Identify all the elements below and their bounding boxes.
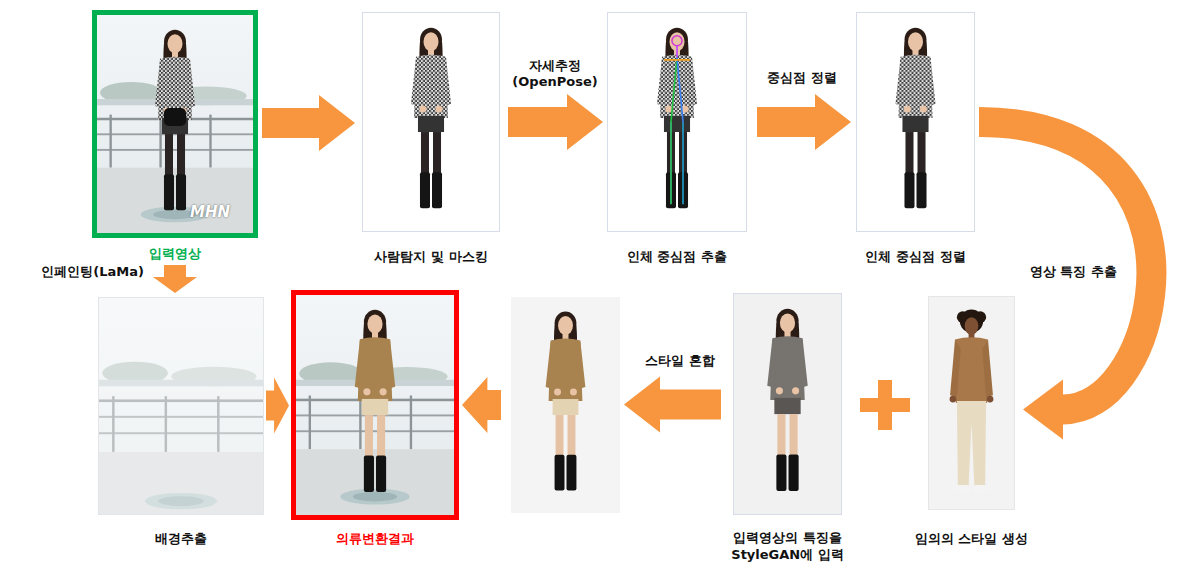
stylegan-photo: [734, 294, 841, 514]
pose-skeleton: [608, 13, 746, 231]
arrow-label: 스타일 혼합: [643, 353, 717, 369]
image-frame: [733, 293, 842, 515]
image-frame: [856, 12, 975, 232]
flow-arrow: [153, 265, 197, 293]
image-frame: [928, 296, 1015, 510]
image-panel: 배경추출: [98, 297, 264, 515]
image-panel: 의류변환결과: [291, 290, 459, 520]
input-photo: [97, 15, 253, 233]
image-frame: [607, 12, 747, 232]
image-frame: [98, 297, 264, 515]
image-panel: [511, 297, 620, 513]
flow-arrow: [462, 377, 501, 433]
image-frame: [291, 290, 459, 520]
image-panel: 인체 중심점 추출: [607, 12, 747, 232]
panel-caption: 인체 중심점 추출: [627, 248, 727, 265]
result-photo: [296, 295, 454, 515]
flow-arrow: [266, 378, 289, 434]
style-photo: [929, 297, 1014, 509]
watermark: MHN: [190, 203, 230, 221]
flow-arrow: [757, 94, 851, 150]
image-panel: 입력영상의 특징을 StyleGAN에 입력: [733, 293, 842, 515]
panel-caption: 배경추출: [155, 530, 207, 547]
image-panel: 임의의 스타일 생성: [928, 296, 1015, 510]
masked-person: [363, 13, 499, 231]
aligned-person: [857, 13, 974, 231]
image-frame: [511, 297, 620, 513]
flow-arrow: [508, 94, 603, 150]
arrow-label: 중심점 정렬: [765, 70, 839, 86]
panel-caption: 사람탐지 및 마스킹: [374, 248, 487, 265]
image-panel: 입력영상: [92, 10, 258, 238]
panel-caption: 인체 중심점 정렬: [865, 248, 965, 265]
panel-caption: 입력영상의 특징을 StyleGAN에 입력: [722, 529, 854, 563]
arrow-label: 영상 특징 추출: [1028, 264, 1119, 280]
image-panel: 사람탐지 및 마스킹: [362, 12, 500, 232]
arrow-label: 인페인팅(LaMa): [39, 264, 146, 280]
mixed-style-photo: [511, 297, 620, 513]
arrow-label: 자세추정 (OpenPose): [505, 58, 605, 90]
background-photo: [99, 298, 263, 514]
image-frame: [362, 12, 500, 232]
flow-arrow: [262, 95, 355, 151]
image-frame: [92, 10, 258, 238]
image-panel: 인체 중심점 정렬: [856, 12, 975, 232]
panel-caption: 의류변환결과: [336, 530, 414, 547]
panel-caption: 입력영상: [149, 245, 201, 262]
flow-arrow: [624, 377, 721, 433]
panel-caption: 임의의 스타일 생성: [915, 530, 1028, 547]
